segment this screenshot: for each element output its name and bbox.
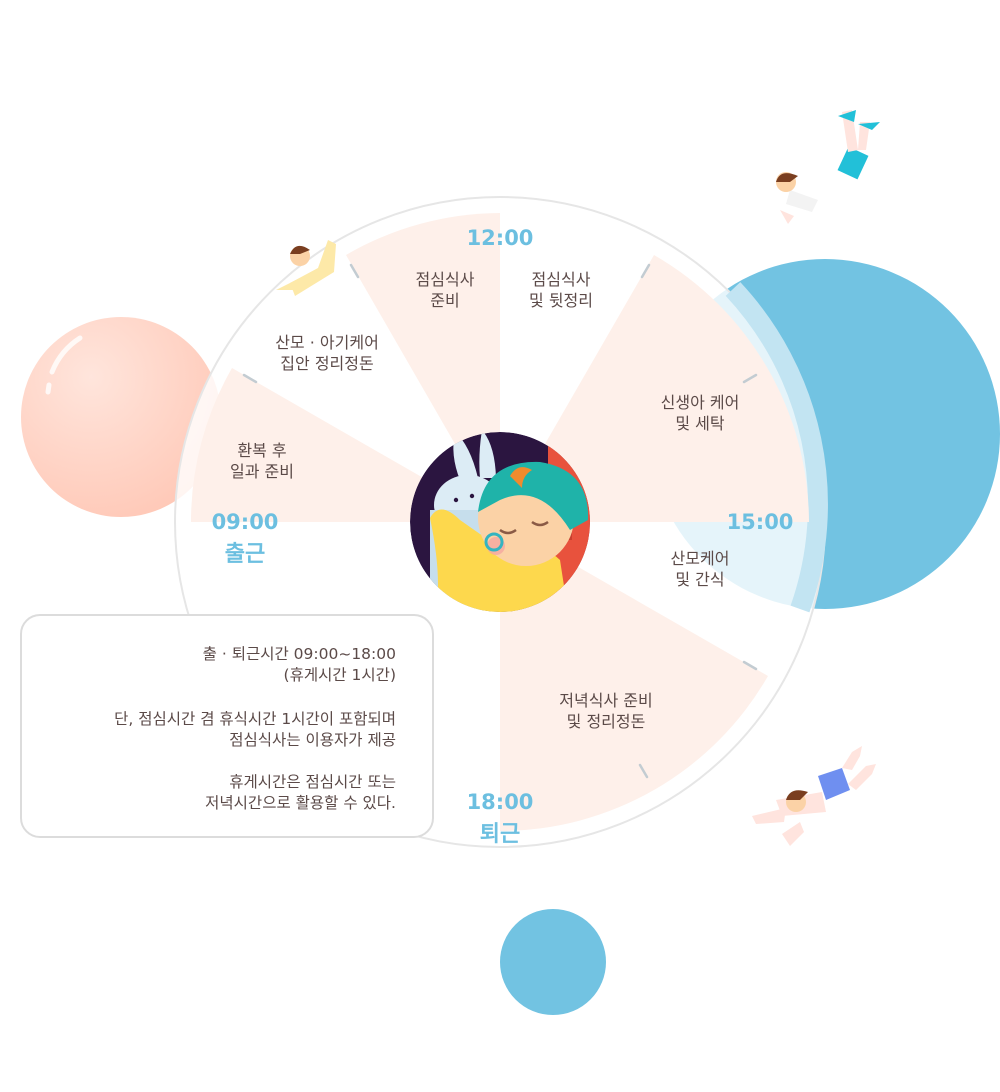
time-1800: 18:00 퇴근	[467, 790, 534, 848]
info-line-break-usage-2: 저녁시간으로 활용할 수 있다.	[205, 794, 396, 812]
task-mother-snack-line1: 산모케어	[670, 549, 730, 568]
task-newborn-care-line2: 및 세탁	[675, 414, 725, 433]
decor-peach-bubble	[21, 317, 221, 517]
task-outfit-line1: 환복 후	[237, 441, 287, 460]
task-outfit-line2: 일과 준비	[230, 462, 294, 481]
time-1200-label: 12:00	[466, 226, 534, 250]
time-0900: 09:00 출근	[212, 510, 279, 568]
segment-dinner-prep	[500, 522, 768, 831]
time-0900-label: 09:00	[211, 510, 279, 534]
info-line-lunch-included: 단, 점심시간 겸 휴식시간 1시간이 포함되며	[114, 710, 396, 728]
task-lunch-cleanup-line1: 점심식사	[531, 270, 591, 289]
schedule-segments	[190, 213, 809, 831]
time-0900-sub: 출근	[224, 542, 266, 567]
task-mother-baby-care: 산모 · 아기케어 집안 정리정돈	[275, 332, 379, 374]
info-line-break: (휴게시간 1시간)	[283, 666, 396, 684]
task-dinner-prep: 저녁식사 준비 및 정리정돈	[559, 690, 652, 732]
task-lunch-prep-line2: 준비	[430, 291, 460, 310]
task-mother-snack-line2: 및 간식	[675, 570, 725, 589]
time-1800-label: 18:00	[466, 790, 534, 814]
clock-ring-highlight	[725, 282, 828, 613]
task-mother-baby-care-line2: 집안 정리정돈	[280, 354, 374, 373]
time-1200: 12:00	[467, 226, 534, 250]
task-lunch-cleanup: 점심식사 및 뒷정리	[529, 269, 593, 311]
time-1500: 15:00	[727, 510, 794, 534]
task-lunch-prep: 점심식사 준비	[416, 269, 475, 311]
decor-kid-bottom-right	[752, 746, 876, 846]
task-mother-snack: 산모케어 및 간식	[671, 548, 730, 590]
task-newborn-care-line1: 신생아 케어	[660, 393, 740, 412]
task-lunch-prep-line1: 점심식사	[415, 270, 475, 289]
task-lunch-cleanup-line2: 및 뒷정리	[529, 291, 593, 310]
task-dinner-prep-line1: 저녁식사 준비	[559, 691, 653, 710]
info-box: 출 · 퇴근시간 09:00~18:00 (휴게시간 1시간) 단, 점심시간 …	[20, 614, 434, 838]
task-dinner-prep-line2: 및 정리정돈	[566, 712, 646, 731]
time-1800-sub: 퇴근	[479, 822, 521, 847]
task-newborn-care: 신생아 케어 및 세탁	[661, 392, 740, 434]
decor-small-blue-circle	[500, 909, 606, 1015]
info-line-work-hours: 출 · 퇴근시간 09:00~18:00	[202, 645, 396, 663]
clock-ticks	[242, 263, 758, 779]
task-mother-baby-care-line1: 산모 · 아기케어	[275, 333, 379, 352]
task-outfit: 환복 후 일과 준비	[230, 440, 294, 482]
time-1500-label: 15:00	[726, 510, 794, 534]
decor-kid-top-right	[776, 110, 880, 224]
info-line-lunch-provided: 점심식사는 이용자가 제공	[229, 731, 396, 749]
info-line-break-usage: 휴게시간은 점심시간 또는	[229, 773, 396, 791]
segment-newborn-care	[500, 255, 809, 522]
decor-kid-left	[276, 240, 336, 296]
